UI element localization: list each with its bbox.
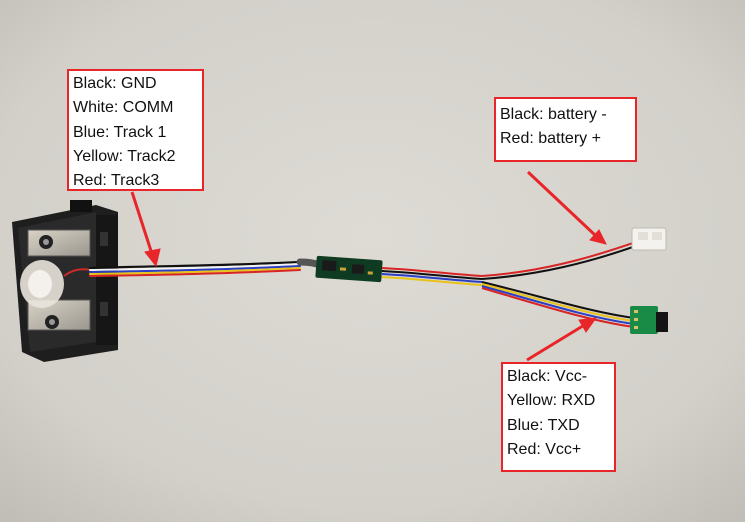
uart-branch [481,281,635,328]
battery-branch [481,241,637,280]
callout-battery: Black: battery - Red: battery + [494,97,637,162]
callout-line: White: COMM [73,99,174,117]
callout-line: Blue: TXD [507,416,580,434]
callout-line: Black: Vcc- [507,368,588,385]
battery-connector [631,227,667,251]
uart-connector [630,306,668,334]
callout-line: Red: battery + [500,130,601,148]
harness-to-split [381,267,483,286]
main-cable-bundle [88,258,326,277]
card-reader-head [12,200,118,362]
arrow-battery-icon [526,170,607,245]
decoder-pcb [315,255,383,283]
callout-line: Red: Track3 [73,172,160,190]
callout-line: Black: GND [73,75,157,92]
arrow-reader-icon [130,191,161,268]
annotation-arrows [130,170,607,362]
callout-line: Blue: Track 1 [73,123,167,141]
callout-line: Yellow: RXD [507,392,596,410]
callout-line: Yellow: Track2 [73,147,176,165]
callout-uart: Black: Vcc- Yellow: RXD Blue: TXD Red: V… [501,362,616,472]
arrow-uart-icon [526,317,598,362]
callout-line: Black: battery - [500,106,607,123]
callout-reader-head: Black: GND White: COMM Blue: Track 1 Yel… [67,69,204,191]
callout-line: Red: Vcc+ [507,440,582,458]
